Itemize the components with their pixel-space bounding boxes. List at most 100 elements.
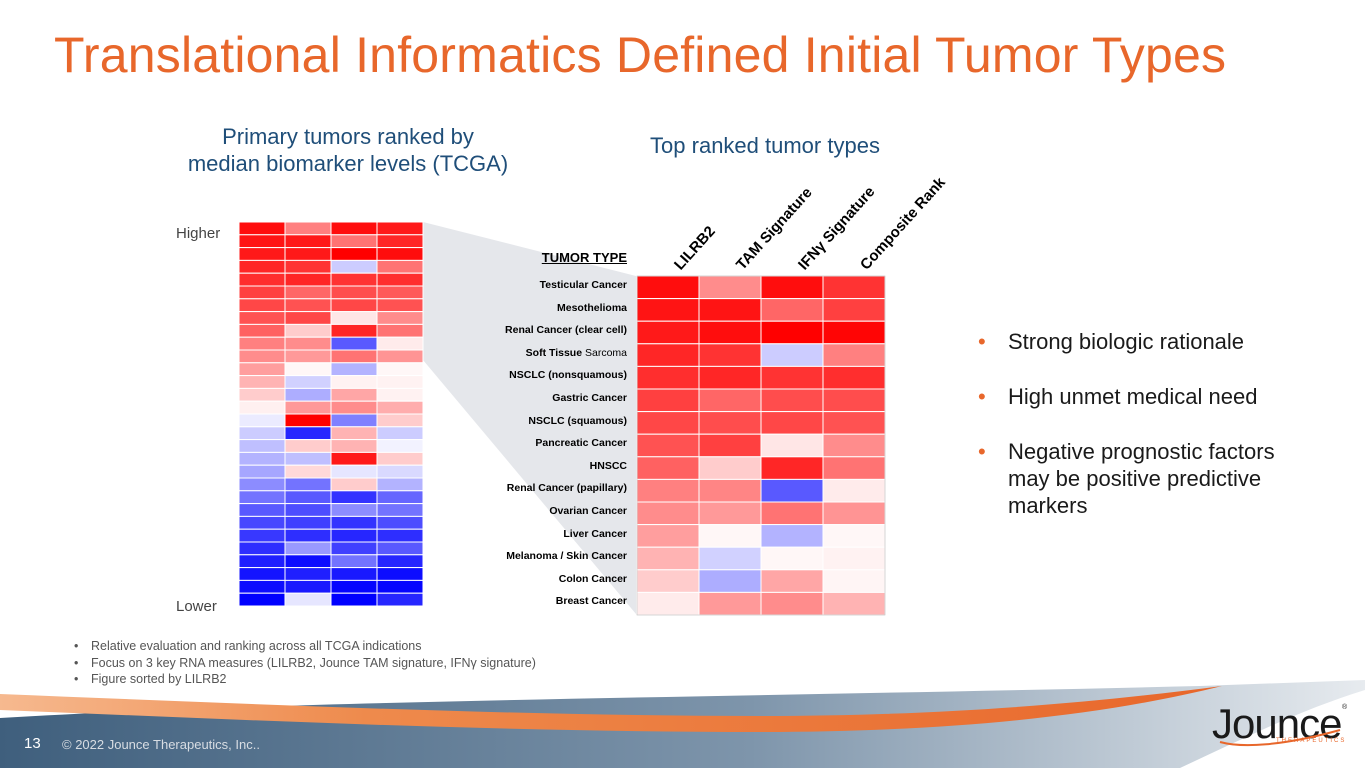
heatmap-cell: [698, 569, 762, 593]
top-tumors-heatmap: [636, 275, 886, 616]
logo-swoosh-icon: [1219, 729, 1341, 747]
higher-label: Higher: [176, 225, 221, 242]
overview-cell: [284, 349, 332, 364]
jounce-logo: Jounce THERAPEUTICS ®: [1212, 702, 1352, 752]
overview-cell: [238, 579, 286, 594]
heatmap-cell: [760, 298, 824, 322]
overview-cell: [284, 387, 332, 402]
overview-cell: [284, 221, 332, 236]
heatmap-cell: [822, 591, 886, 616]
heatmap-cell: [698, 546, 762, 571]
overview-cell: [330, 298, 378, 313]
overview-cell: [284, 528, 332, 543]
row-label: Melanoma / Skin Cancer: [506, 550, 627, 563]
overview-cell: [330, 387, 378, 402]
overview-heatmap: [238, 221, 424, 607]
overview-cell: [284, 490, 332, 505]
overview-cell: [376, 541, 424, 556]
note-item: •Focus on 3 key RNA measures (LILRB2, Jo…: [74, 655, 536, 670]
overview-cell: [238, 528, 286, 543]
heatmap-cell: [636, 298, 700, 322]
overview-cell: [330, 221, 378, 236]
overview-cell: [330, 426, 378, 441]
overview-cell: [284, 515, 332, 530]
heatmap-cell: [760, 456, 824, 480]
overview-cell: [330, 413, 378, 428]
overview-cell: [376, 490, 424, 505]
overview-cell: [376, 400, 424, 415]
row-label: Renal Cancer (papillary): [506, 482, 627, 495]
overview-cell: [376, 247, 424, 261]
row-label: Soft Tissue Sarcoma: [525, 346, 627, 359]
heatmap-cell: [822, 569, 886, 593]
heatmap-cell: [698, 433, 762, 458]
overview-cell: [238, 349, 286, 364]
row-label: Colon Cancer: [558, 572, 627, 585]
overview-cell: [238, 387, 286, 402]
overview-cell: [284, 259, 332, 274]
heatmap-cell: [822, 524, 886, 548]
overview-cell: [238, 439, 286, 453]
overview-cell: [330, 451, 378, 466]
heatmap-cell: [822, 388, 886, 413]
overview-cell: [330, 579, 378, 594]
heatmap-cell: [636, 411, 700, 435]
heatmap-cell: [760, 411, 824, 435]
overview-cell: [330, 234, 378, 249]
row-label: HNSCC: [589, 459, 627, 472]
overview-cell: [284, 579, 332, 594]
logo-registered-mark: ®: [1342, 704, 1348, 711]
overview-cell: [330, 515, 378, 530]
note-item: •Relative evaluation and ranking across …: [74, 639, 422, 653]
heatmap-cell: [760, 501, 824, 526]
heatmap-cell: [698, 501, 762, 526]
overview-cell: [284, 234, 332, 249]
key-points: •Strong biologic rationale •High unmet m…: [978, 328, 1308, 547]
heatmap-cell: [698, 388, 762, 413]
heatmap-cell: [636, 343, 700, 367]
overview-cell: [238, 336, 286, 351]
overview-cell: [376, 272, 424, 287]
heatmap-cell: [636, 388, 700, 413]
heatmap-cell: [760, 365, 824, 390]
overview-cell: [238, 464, 286, 479]
overview-cell: [238, 221, 286, 236]
overview-cell: [376, 439, 424, 453]
overview-cell: [330, 541, 378, 556]
right-heading: Top ranked tumor types: [650, 133, 880, 158]
heatmap-cell: [822, 478, 886, 503]
bullet-dot: •: [978, 439, 986, 464]
heatmap-cell: [698, 591, 762, 616]
overview-cell: [238, 503, 286, 517]
overview-cell: [330, 554, 378, 569]
overview-cell: [330, 592, 378, 607]
row-label: Liver Cancer: [563, 527, 627, 540]
overview-cell: [238, 477, 286, 492]
overview-cell: [330, 503, 378, 517]
overview-cell: [376, 362, 424, 377]
overview-cell: [376, 503, 424, 517]
row-label: NSCLC (nonsquamous): [509, 369, 627, 382]
overview-cell: [376, 311, 424, 325]
overview-cell: [284, 272, 332, 287]
overview-cell: [284, 451, 332, 466]
overview-cell: [284, 541, 332, 556]
overview-cell: [284, 439, 332, 453]
heatmap-cell: [698, 298, 762, 322]
heatmap-cell: [760, 275, 824, 300]
overview-cell: [284, 323, 332, 338]
overview-cell: [284, 426, 332, 441]
overview-cell: [284, 567, 332, 581]
overview-cell: [376, 413, 424, 428]
heatmap-cell: [822, 433, 886, 458]
footnotes: •Relative evaluation and ranking across …: [74, 638, 536, 688]
heatmap-cell: [636, 524, 700, 548]
heatmap-cell: [760, 569, 824, 593]
overview-cell: [376, 387, 424, 402]
overview-cell: [330, 311, 378, 325]
overview-cell: [330, 259, 378, 274]
note-item: •Figure sorted by LILRB2: [74, 672, 227, 686]
heatmap-cell: [822, 546, 886, 571]
heatmap-cell: [822, 411, 886, 435]
heatmap-cell: [636, 456, 700, 480]
